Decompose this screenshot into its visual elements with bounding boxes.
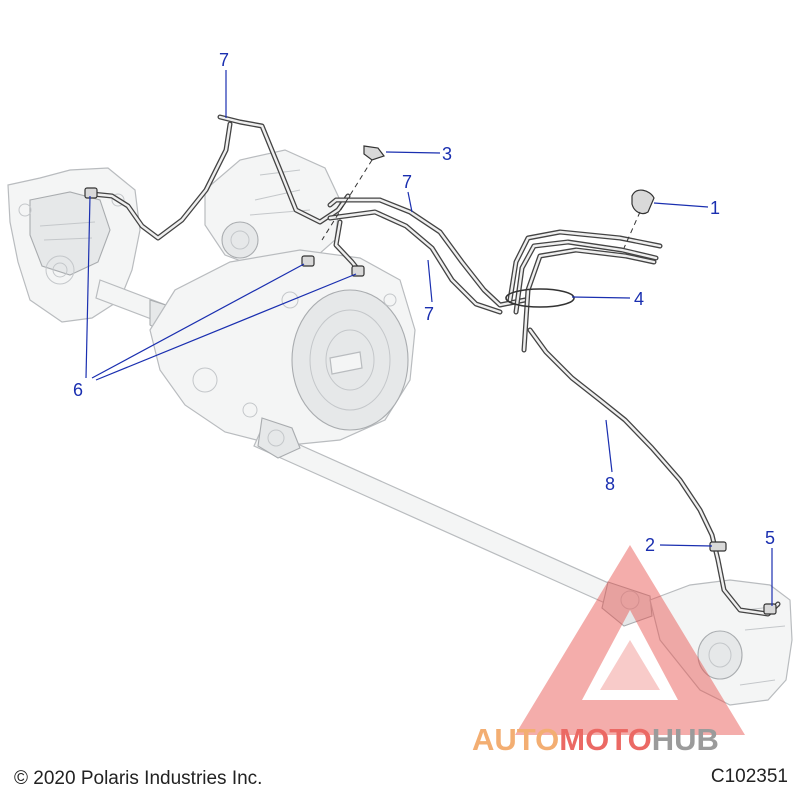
automotohub-watermark: AUTOMOTOHUB bbox=[472, 545, 745, 757]
callout-4: 4 bbox=[634, 289, 644, 309]
vent-hose-middle bbox=[327, 197, 528, 315]
watermark-hub: HUB bbox=[652, 722, 719, 757]
callout-7-middle: 7 bbox=[402, 172, 412, 192]
diagram-code: C102351 bbox=[710, 766, 788, 787]
watermark-auto: AUTO bbox=[472, 722, 559, 757]
hose-clamp bbox=[84, 187, 365, 277]
p-clamp bbox=[623, 189, 655, 249]
vent-hose-bundle bbox=[507, 229, 663, 353]
svg-text:AUTOMOTOHUB: AUTOMOTOHUB bbox=[472, 722, 719, 757]
callout-7-top: 7 bbox=[219, 50, 229, 70]
callout-6: 6 bbox=[73, 380, 83, 400]
callout-2: 2 bbox=[645, 535, 655, 555]
callout-1: 1 bbox=[710, 198, 720, 218]
front-gearcase bbox=[7, 167, 141, 323]
rear-prop-shaft bbox=[253, 417, 653, 627]
callout-8: 8 bbox=[605, 474, 615, 494]
vent-hose-front bbox=[89, 114, 351, 241]
copyright-notice: © 2020 Polaris Industries Inc. bbox=[14, 768, 263, 789]
vent-hose-rear bbox=[527, 327, 781, 617]
gearcase-clip bbox=[763, 603, 777, 615]
callout-labels: 7 3 7 1 4 7 6 8 2 5 bbox=[73, 50, 775, 555]
watermark-inner-triangle bbox=[600, 640, 660, 690]
callout-5: 5 bbox=[765, 528, 775, 548]
watermark-triangle-logo bbox=[515, 545, 745, 735]
callout-3: 3 bbox=[442, 144, 452, 164]
leader-lines bbox=[85, 70, 773, 606]
callout-7-lower: 7 bbox=[424, 304, 434, 324]
hose-clip bbox=[709, 541, 727, 552]
transmission-housing bbox=[204, 149, 341, 271]
clutch-gearcase bbox=[149, 249, 416, 447]
vent-fitting bbox=[321, 145, 385, 241]
watermark-moto: MOTO bbox=[559, 722, 651, 757]
cable-tie bbox=[505, 288, 575, 308]
